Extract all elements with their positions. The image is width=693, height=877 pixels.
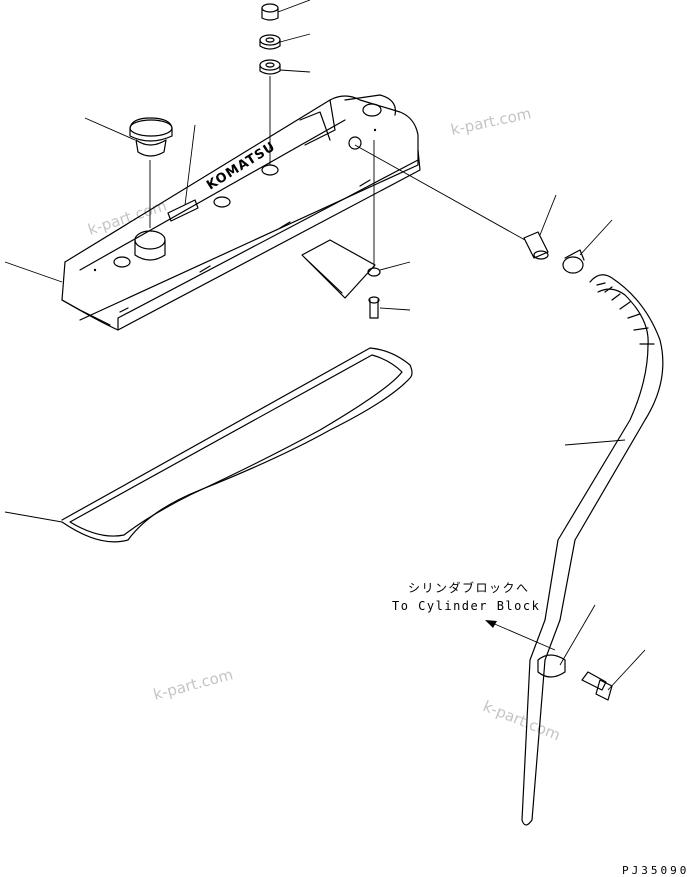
breather-line bbox=[354, 144, 526, 241]
top-bolt bbox=[261, 0, 311, 21]
gasket bbox=[4, 347, 413, 543]
annotation-japanese: シリンダブロックへ bbox=[408, 580, 530, 595]
watermark: k-part.com bbox=[481, 697, 563, 744]
watermark: k-part.com bbox=[449, 104, 533, 139]
washer-lower bbox=[259, 59, 311, 75]
bracket-nut bbox=[367, 140, 411, 277]
drawing-code: PJ35090 bbox=[622, 864, 689, 877]
watermark: k-part.com bbox=[151, 665, 235, 704]
clip-bolt bbox=[581, 649, 646, 701]
bracket-bolt bbox=[368, 296, 411, 319]
washer-upper bbox=[259, 33, 311, 50]
valve-cover-brand: KOMATSU bbox=[204, 139, 278, 193]
annotation-arrow bbox=[485, 620, 556, 651]
oil-filler-cap bbox=[84, 117, 173, 228]
pipe-clip bbox=[537, 604, 596, 678]
annotation-english: To Cylinder Block bbox=[392, 599, 540, 613]
bracket-plate bbox=[301, 239, 376, 299]
hose-clamp bbox=[562, 219, 613, 274]
breather-fitting bbox=[523, 194, 557, 260]
nameplate-leader bbox=[184, 124, 196, 206]
valve-cover-leader bbox=[4, 261, 63, 283]
breather-hose bbox=[521, 274, 664, 826]
